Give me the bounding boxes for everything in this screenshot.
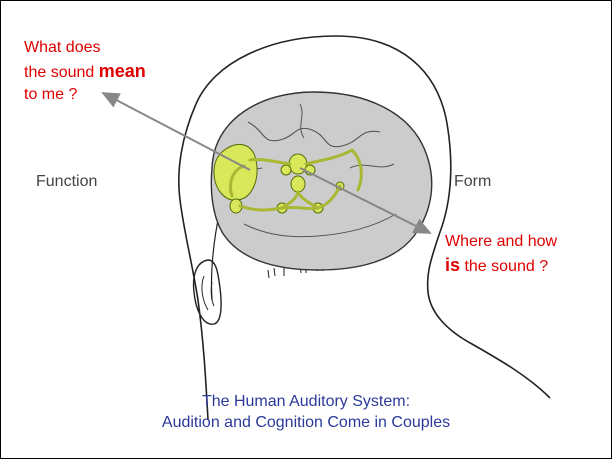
where-question-line2-text: the sound ? — [460, 258, 548, 275]
where-question-line2: is the sound ? — [445, 254, 548, 278]
meaning-question-line2: the sound mean — [24, 60, 146, 84]
meaning-question-line3: to me ? — [24, 83, 77, 106]
form-label: Form — [454, 173, 491, 191]
caption-subtitle: Audition and Cognition Come in Couples — [0, 412, 612, 433]
function-label: Function — [36, 173, 97, 191]
where-emphasis: is — [445, 255, 460, 275]
meaning-question-line2-text: the sound — [24, 64, 99, 81]
meaning-emphasis: mean — [99, 61, 146, 81]
caption-title: The Human Auditory System: — [0, 391, 612, 412]
meaning-question-line1: What does — [24, 36, 100, 59]
where-question-line1: Where and how — [445, 230, 557, 253]
ear-icon — [194, 260, 222, 324]
